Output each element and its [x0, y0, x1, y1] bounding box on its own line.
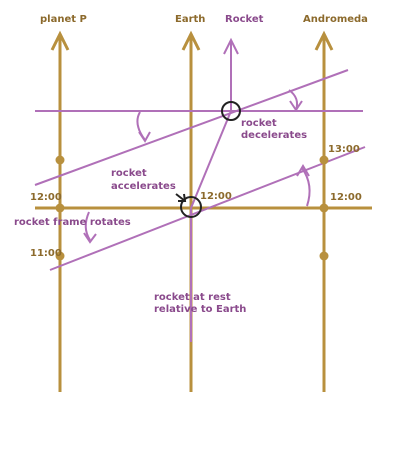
lower-right-angle-arc [301, 167, 311, 207]
angle-arcs [83, 89, 311, 244]
acceleration-pointer-arrow [175, 193, 187, 202]
rocket-moving-worldline [190, 110, 232, 209]
planet-dot-1100 [55, 251, 65, 261]
andromeda-dot-1200 [319, 203, 329, 213]
andromeda-dot-lower [319, 251, 329, 261]
planet-p-label: planet P [40, 14, 87, 25]
deceleration-event-circle [221, 101, 241, 121]
frame-rotates-label: rocket frame rotates [14, 217, 131, 228]
accelerates-label-line1: rocket [111, 168, 147, 179]
rocket-lines [34, 37, 366, 342]
rocket-arrowhead [223, 37, 239, 55]
planet-time-1200: 12:00 [30, 192, 62, 203]
clock-dots [55, 155, 329, 261]
rocket-label: Rocket [225, 14, 264, 25]
earth-label: Earth [175, 14, 205, 25]
planet-dot-upper [55, 155, 65, 165]
andromeda-label: Andromeda [303, 14, 368, 25]
planet-time-1100: 11:00 [30, 248, 62, 259]
andromeda-dot-1300 [319, 155, 329, 165]
decelerates-label-line2: decelerates [241, 130, 307, 141]
rocket-tilted-upper [34, 69, 349, 186]
planet-p-worldline [50, 30, 70, 392]
decelerates-label-line1: rocket [241, 118, 277, 129]
acceleration-event-circle [180, 196, 202, 218]
andromeda-time-1200: 12:00 [330, 192, 362, 203]
earth-time-1200: 12:00 [200, 191, 232, 202]
lower-left-angle-arc [84, 211, 91, 241]
andromeda-time-1300: 13:00 [328, 144, 360, 155]
andromeda-worldline [314, 30, 334, 392]
planet-dot-1200 [55, 203, 65, 213]
accelerates-label-line2: accelerates [111, 181, 176, 192]
at-rest-label-line2: relative to Earth [154, 304, 246, 315]
at-rest-label-line1: rocket at rest [154, 292, 231, 303]
rocket-tilted-lower [49, 146, 366, 271]
